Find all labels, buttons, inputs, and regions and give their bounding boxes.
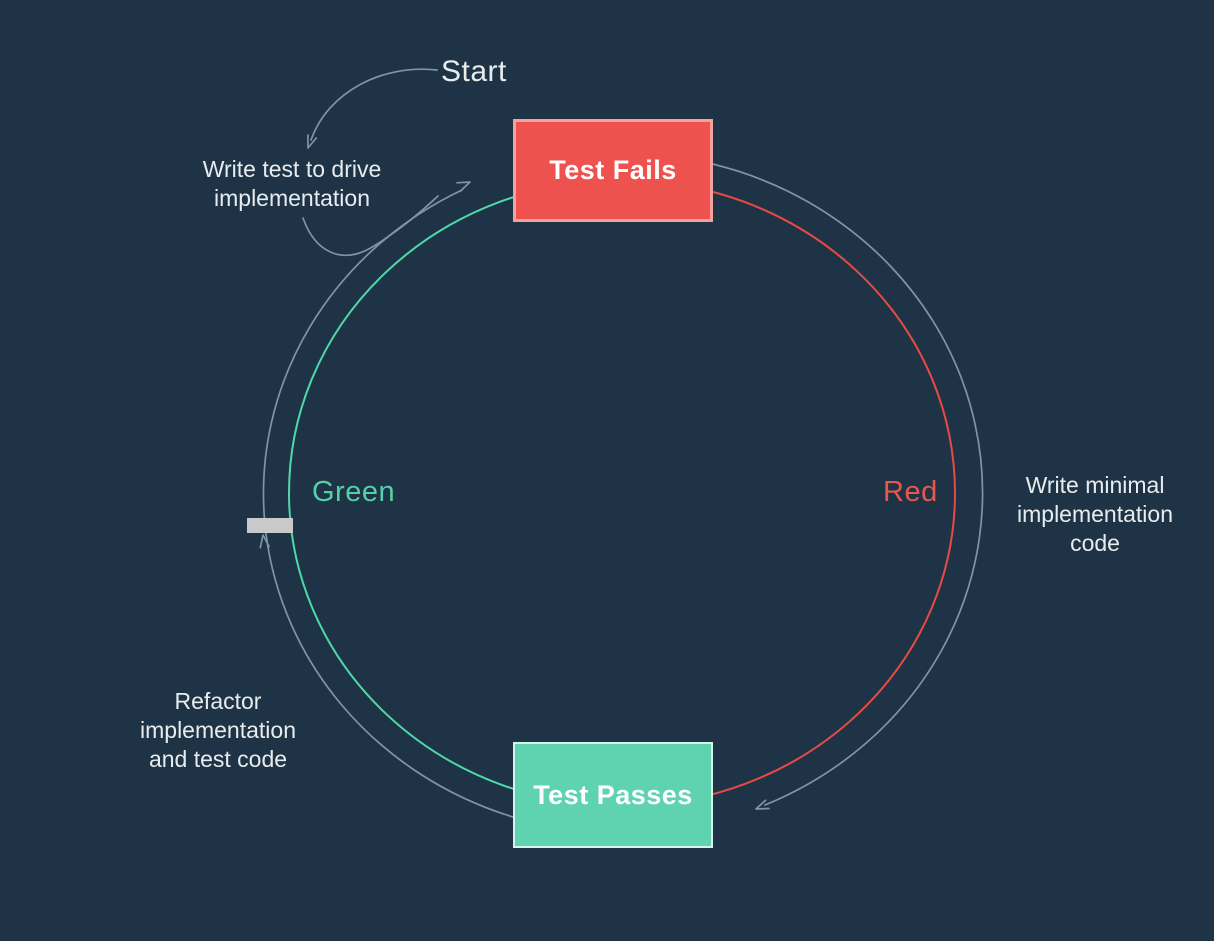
start-arrow-curve: [310, 68, 438, 141]
arrowhead-top-left: [456, 181, 471, 192]
annotation-write-test: Write test to drive implementation: [202, 156, 382, 211]
arrowhead-bottom-right: [755, 799, 770, 810]
test-passes-box[interactable]: Test Passes: [513, 742, 713, 848]
write-test-arrow-curve: [302, 195, 439, 256]
test-passes-label: Test Passes: [533, 779, 693, 810]
arrowhead-left-middle: [259, 534, 270, 549]
green-phase-label: Green: [312, 476, 396, 508]
red-phase-arc: [621, 179, 957, 807]
gray-label-swatch: [247, 518, 293, 533]
test-fails-box[interactable]: Test Fails: [513, 119, 713, 222]
annotation-write-minimal: Write minimal implementation code: [1017, 472, 1173, 556]
arrowhead-start: [307, 134, 318, 149]
red-phase-label: Red: [883, 476, 938, 508]
green-phase-arc: [287, 179, 623, 807]
annotation-refactor: Refactor implementation and test code: [140, 688, 296, 772]
test-fails-label: Test Fails: [549, 155, 677, 185]
start-label: Start: [441, 55, 507, 88]
outer-cycle-arc-right: [621, 152, 984, 806]
